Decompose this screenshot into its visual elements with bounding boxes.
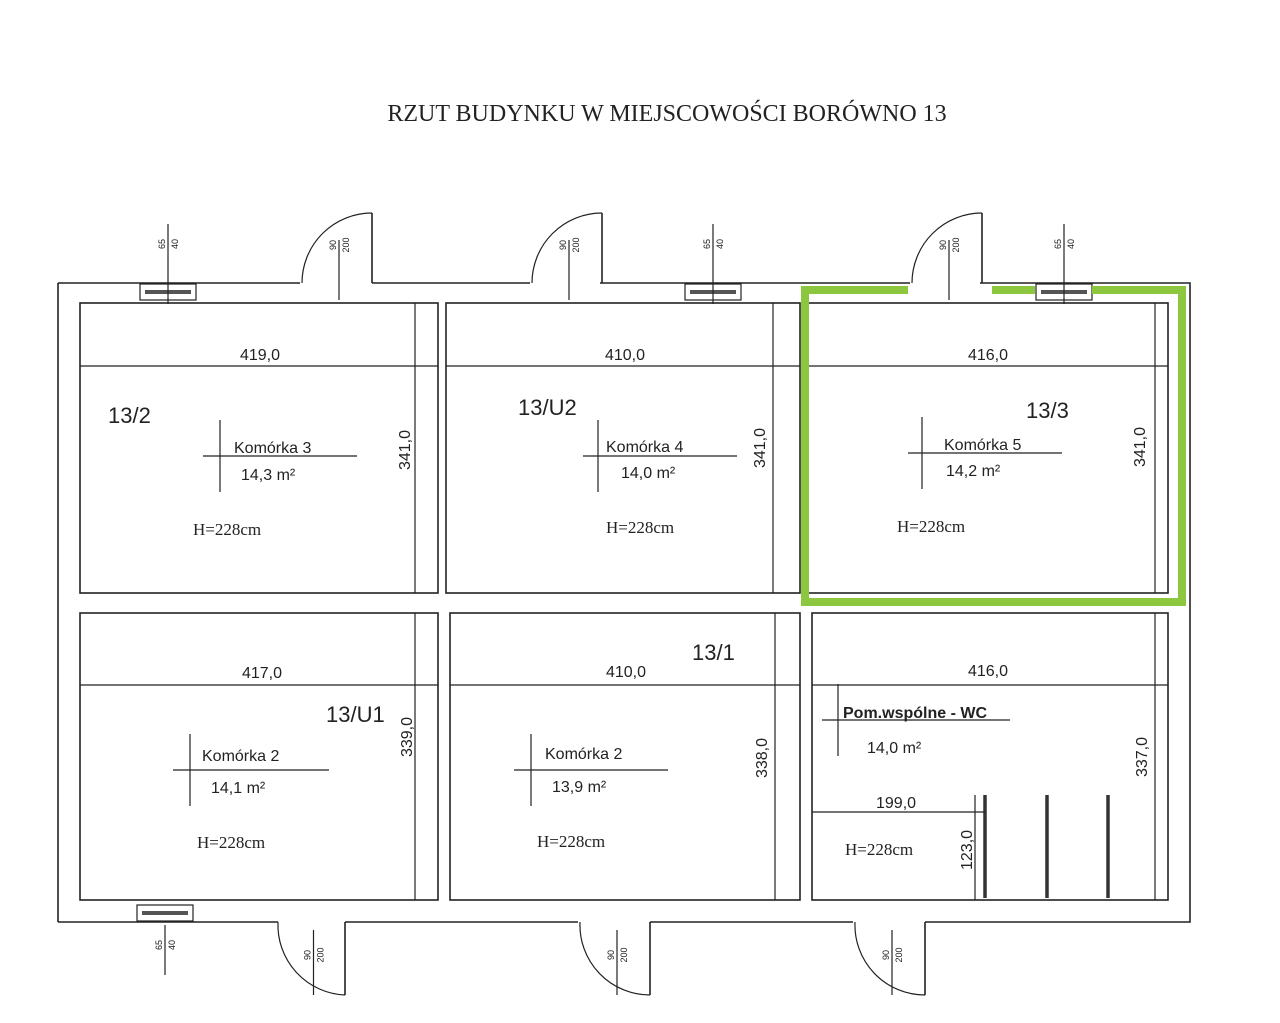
room-width: 410,0 (606, 664, 646, 681)
door-height: 200 (951, 237, 961, 252)
room-6: Pom.wspólne - WC 14,0 m² H=228cm 416,0 337,0 (811, 612, 1169, 901)
window-width: 65 (702, 239, 712, 249)
room-length: 339,0 (399, 717, 416, 757)
room-area: 13,9 m² (552, 779, 607, 796)
window-width: 65 (154, 940, 164, 950)
room-width: 419,0 (240, 347, 280, 364)
room-walls (445, 302, 801, 594)
plan-title: RZUT BUDYNKU W MIEJSCOWOŚCI BORÓWNO 13 (387, 100, 946, 127)
unit-number: 13/3 (1026, 398, 1069, 423)
room-walls (79, 612, 439, 901)
wc-length-label: 123,0 (959, 830, 976, 870)
room-length: 341,0 (1132, 427, 1149, 467)
room-name: Pom.wspólne - WC (843, 705, 987, 722)
room-width: 416,0 (968, 663, 1008, 680)
room-area: 14,3 m² (241, 467, 296, 484)
room-width: 410,0 (605, 347, 645, 364)
room-width: 417,0 (242, 665, 282, 682)
room-height: H=228cm (845, 840, 913, 859)
door-height: 200 (571, 237, 581, 252)
window-height: 40 (167, 940, 177, 950)
door-height: 200 (316, 947, 326, 962)
room-height: H=228cm (197, 833, 265, 852)
door-width: 90 (328, 240, 338, 250)
room-length: 341,0 (397, 430, 414, 470)
wc-partitions (983, 795, 1110, 898)
door-width: 90 (558, 240, 568, 250)
room-walls (811, 612, 1169, 901)
room-name: Komórka 3 (234, 440, 311, 457)
wc-width-label: 199,0 (876, 795, 916, 812)
room-walls (449, 612, 801, 901)
room-width: 416,0 (968, 347, 1008, 364)
window-width: 65 (1053, 239, 1063, 249)
room-area: 14,0 m² (867, 740, 922, 757)
window-height: 40 (715, 239, 725, 249)
room-height: H=228cm (606, 518, 674, 537)
door-height: 200 (619, 947, 629, 962)
room-name: Komórka 5 (944, 437, 1021, 454)
room-height: H=228cm (193, 520, 261, 539)
unit-number: 13/1 (692, 640, 735, 665)
room-name: Komórka 2 (545, 746, 622, 763)
room-length: 338,0 (754, 738, 771, 778)
door-width: 90 (303, 950, 313, 960)
room-height: H=228cm (537, 832, 605, 851)
room-area: 14,0 m² (621, 465, 676, 482)
room-height: H=228cm (897, 517, 965, 536)
room-length: 337,0 (1134, 737, 1151, 777)
unit-number: 13/2 (108, 403, 151, 428)
window-height: 40 (170, 239, 180, 249)
room-area: 14,1 m² (211, 780, 266, 797)
window-height: 40 (1066, 239, 1076, 249)
room-walls (79, 302, 439, 594)
outer-wall (57, 282, 1191, 923)
room-name: Komórka 2 (202, 748, 279, 765)
room-area: 14,2 m² (946, 463, 1001, 480)
door-height: 200 (341, 237, 351, 252)
window-width: 65 (157, 239, 167, 249)
unit-number: 13/U1 (326, 702, 385, 727)
highlight-outline (801, 286, 1186, 606)
door-width: 90 (938, 240, 948, 250)
door-width: 90 (606, 950, 616, 960)
room-length: 341,0 (752, 428, 769, 468)
door-width: 90 (881, 950, 891, 960)
unit-number: 13/U2 (518, 395, 577, 420)
door-height: 200 (894, 947, 904, 962)
room-name: Komórka 4 (606, 439, 683, 456)
